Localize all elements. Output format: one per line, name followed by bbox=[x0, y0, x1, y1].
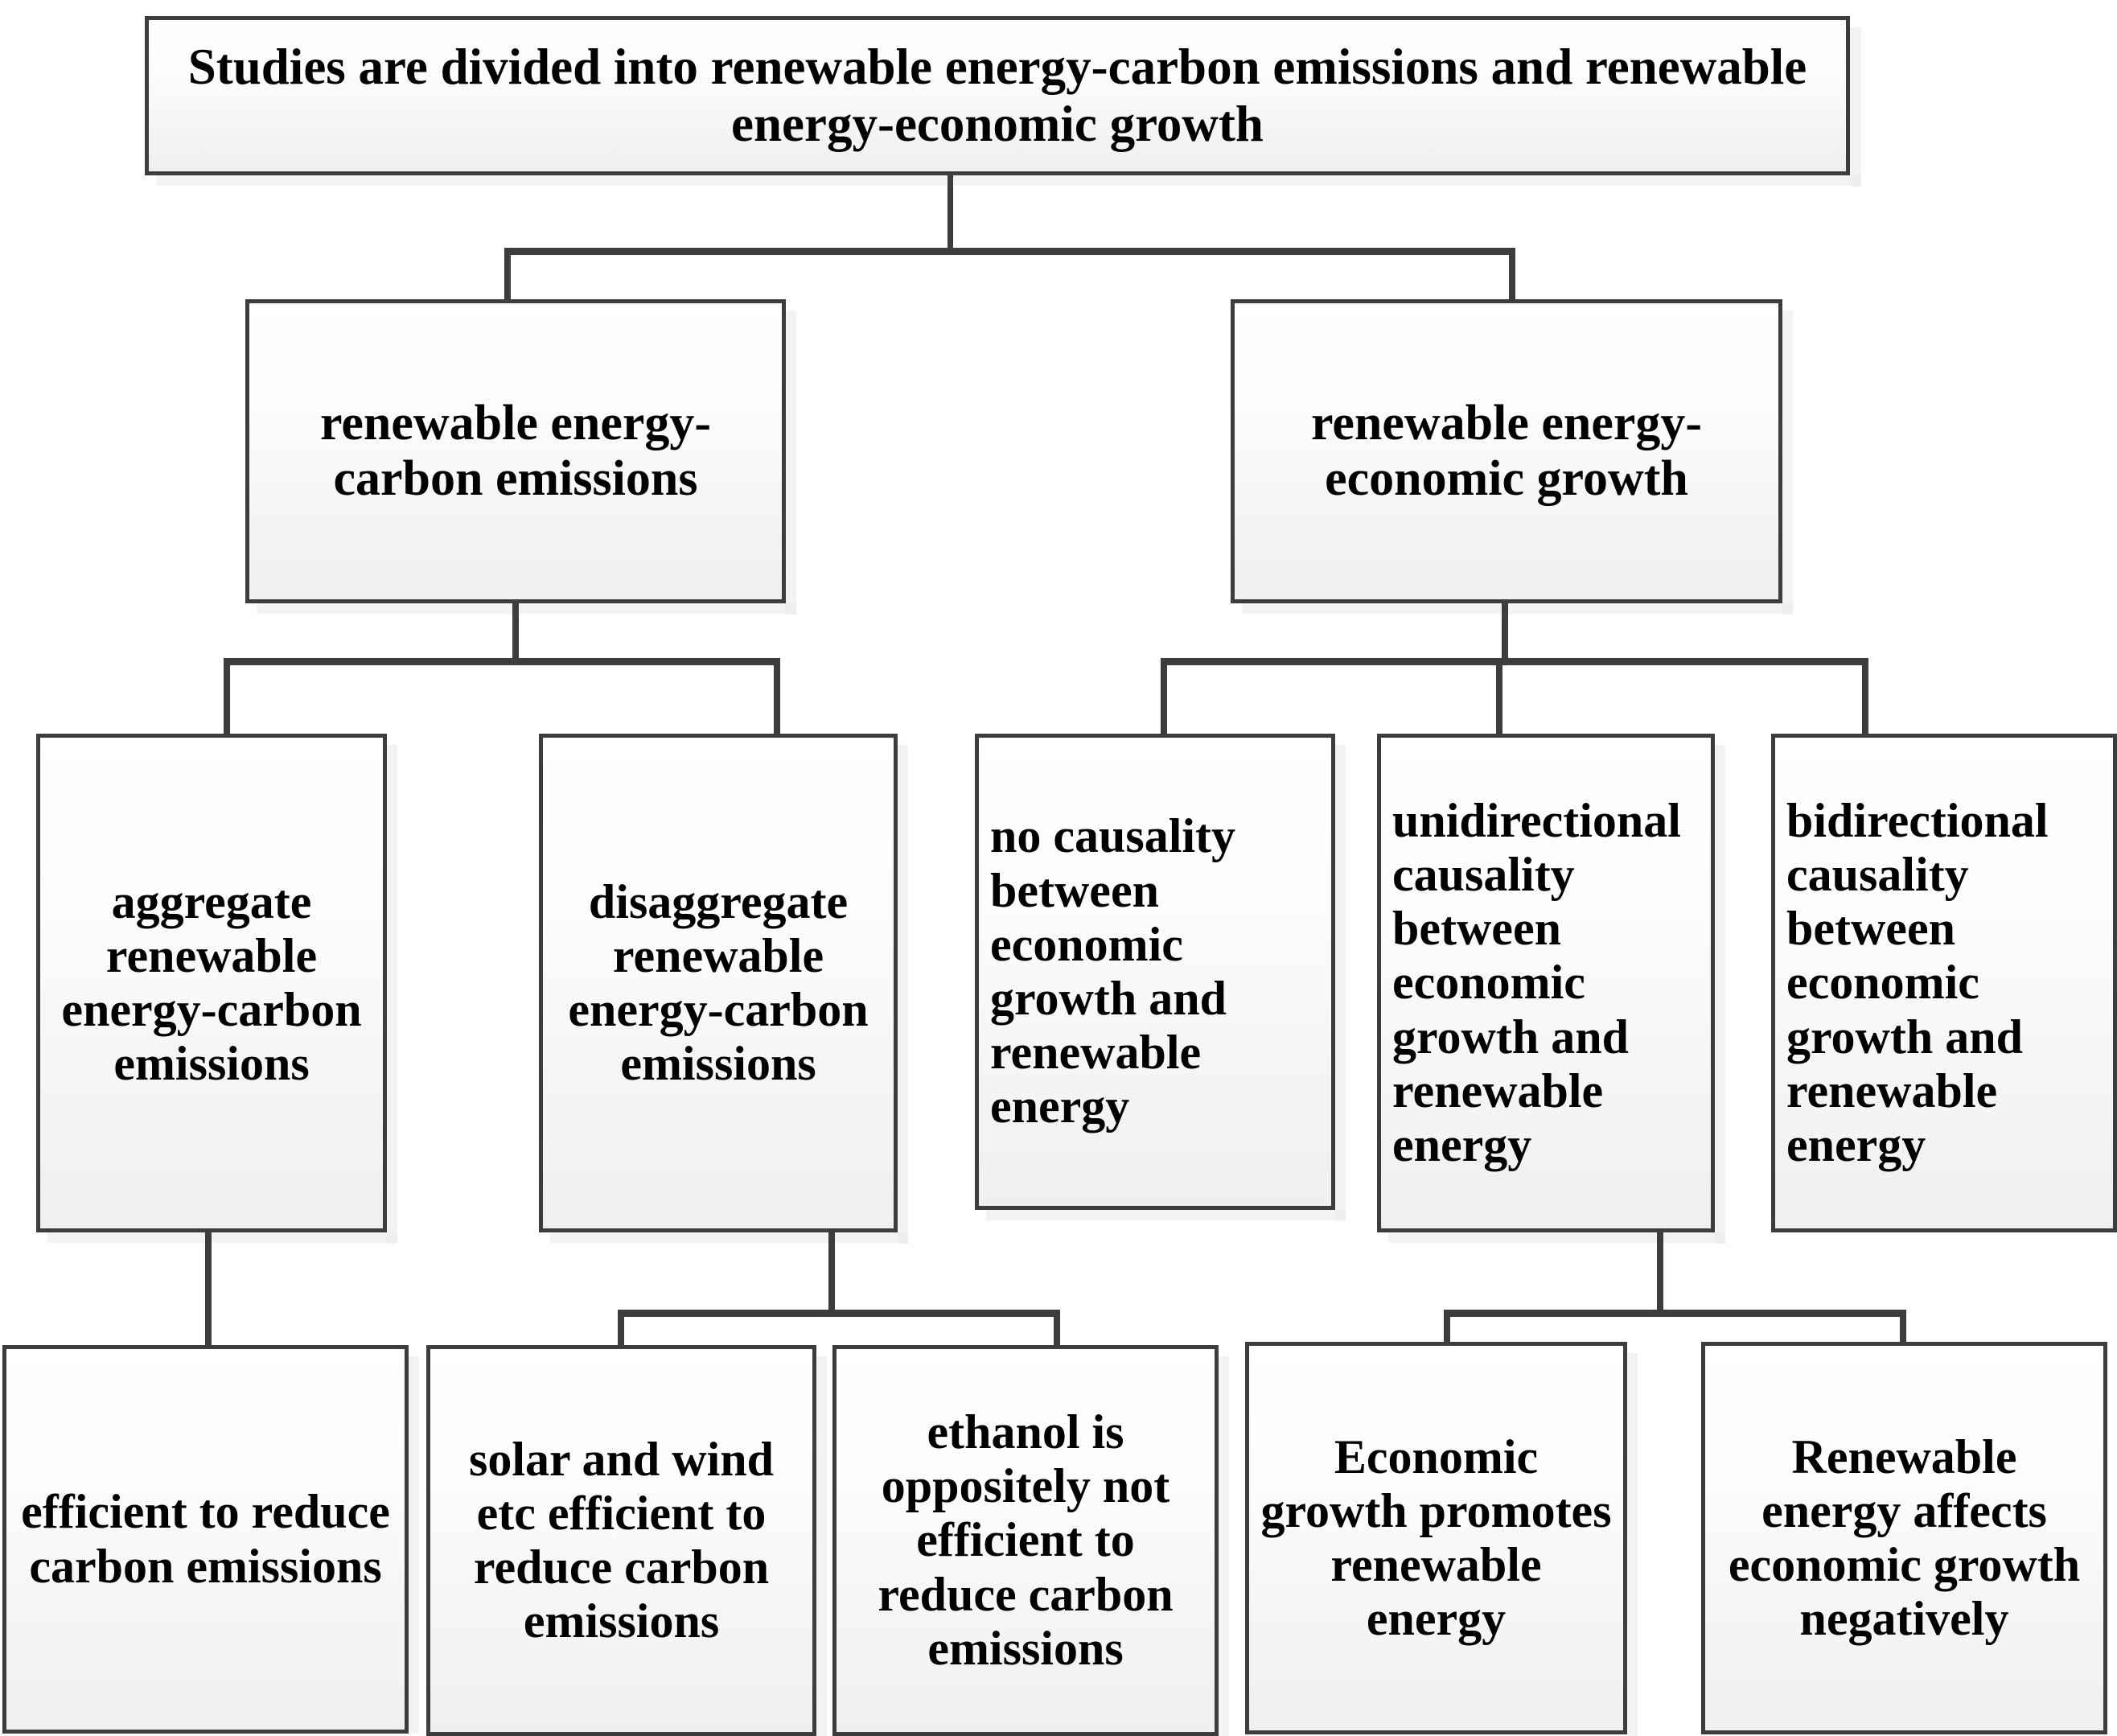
connector-disaggregate-down bbox=[828, 1229, 835, 1314]
connector-level4-left-bar bbox=[618, 1310, 1060, 1317]
box-shadow bbox=[156, 175, 1861, 186]
connector-to-solar bbox=[618, 1310, 624, 1351]
node-renewable-energy-economic-growth[interactable]: renewable energy-economic growth bbox=[1231, 299, 1782, 603]
connector-re-carbon-down bbox=[512, 602, 519, 664]
box-shadow bbox=[550, 1232, 908, 1243]
box-shadow bbox=[1219, 1356, 1229, 1736]
node-ethanol-not-efficient[interactable]: ethanol is oppositely not efficient to r… bbox=[832, 1345, 1219, 1736]
box-shadow bbox=[1242, 603, 1793, 614]
connector-to-unidirectional bbox=[1496, 658, 1502, 737]
connector-level4-right-bar bbox=[1444, 1310, 1906, 1317]
connector-title-down bbox=[948, 173, 953, 253]
node-economic-growth-promotes-renewable-energy[interactable]: Economic growth promotes renewable energ… bbox=[1245, 1342, 1627, 1734]
connector-to-disaggregate bbox=[774, 658, 780, 737]
box-shadow bbox=[1335, 745, 1346, 1221]
connector-level3-left-bar bbox=[224, 658, 780, 665]
connector-to-re-growth bbox=[1509, 248, 1515, 302]
node-label: unidirectional causality between economi… bbox=[1392, 793, 1681, 1171]
node-title[interactable]: Studies are divided into renewable energ… bbox=[145, 16, 1850, 175]
node-label: renewable energy-economic growth bbox=[1310, 395, 1703, 506]
box-shadow bbox=[1627, 1353, 1638, 1736]
connector-re-growth-down bbox=[1502, 602, 1508, 664]
connector-to-aggregate bbox=[224, 658, 230, 737]
node-label: disaggregate renewable energy-carbon emi… bbox=[568, 874, 869, 1091]
node-label: no causality between economic growth and… bbox=[990, 809, 1236, 1133]
node-label: efficient to reduce carbon emissions bbox=[21, 1485, 390, 1593]
connector-to-ethanol bbox=[1054, 1310, 1060, 1351]
node-efficient-to-reduce-carbon-emissions[interactable]: efficient to reduce carbon emissions bbox=[2, 1345, 409, 1734]
node-label: Renewable energy affects economic growth… bbox=[1728, 1430, 2081, 1646]
box-shadow bbox=[1715, 745, 1725, 1244]
node-bidirectional-causality[interactable]: bidirectional causality between economic… bbox=[1771, 734, 2117, 1232]
box-shadow bbox=[1388, 1232, 1725, 1243]
node-unidirectional-causality[interactable]: unidirectional causality between economi… bbox=[1377, 734, 1715, 1232]
connector-level3-right-bar bbox=[1161, 658, 1868, 665]
node-no-causality[interactable]: no causality between economic growth and… bbox=[975, 734, 1335, 1210]
box-shadow bbox=[1782, 311, 1793, 615]
connector-level2-bar bbox=[504, 248, 1515, 255]
node-label: ethanol is oppositely not efficient to r… bbox=[878, 1405, 1174, 1675]
node-solar-and-wind-efficient[interactable]: solar and wind etc efficient to reduce c… bbox=[426, 1345, 816, 1736]
connector-to-no-causality bbox=[1161, 658, 1167, 737]
box-shadow bbox=[1850, 27, 1861, 187]
node-label: Economic growth promotes renewable energ… bbox=[1260, 1430, 1612, 1646]
box-shadow bbox=[898, 745, 908, 1244]
connector-aggregate-to-efficient bbox=[205, 1229, 212, 1348]
box-shadow bbox=[257, 603, 796, 614]
box-shadow bbox=[816, 1356, 827, 1736]
box-shadow bbox=[986, 1210, 1346, 1220]
node-label: bidirectional causality between economic… bbox=[1786, 793, 2049, 1171]
connector-to-bidirectional bbox=[1862, 658, 1868, 737]
node-renewable-energy-carbon-emissions[interactable]: renewable energy-carbon emissions bbox=[245, 299, 786, 603]
connector-unidirectional-down bbox=[1657, 1229, 1663, 1314]
connector-to-re-carbon bbox=[504, 248, 511, 302]
connector-to-eco-promotes bbox=[1444, 1310, 1450, 1351]
node-aggregate-renewable-energy-carbon-emissions[interactable]: aggregate renewable energy-carbon emissi… bbox=[36, 734, 387, 1232]
node-disaggregate-renewable-energy-carbon-emissions[interactable]: disaggregate renewable energy-carbon emi… bbox=[539, 734, 898, 1232]
node-label: aggregate renewable energy-carbon emissi… bbox=[61, 874, 362, 1091]
node-title-label: Studies are divided into renewable energ… bbox=[187, 39, 1807, 152]
node-label: renewable energy-carbon emissions bbox=[319, 395, 712, 506]
box-shadow bbox=[47, 1232, 397, 1243]
box-shadow bbox=[387, 745, 397, 1244]
node-label: solar and wind etc efficient to reduce c… bbox=[468, 1432, 775, 1648]
box-shadow bbox=[409, 1356, 419, 1734]
box-shadow bbox=[786, 311, 796, 615]
node-renewable-energy-affects-growth-negatively[interactable]: Renewable energy affects economic growth… bbox=[1701, 1342, 2107, 1734]
connector-to-re-negative bbox=[1900, 1310, 1906, 1351]
